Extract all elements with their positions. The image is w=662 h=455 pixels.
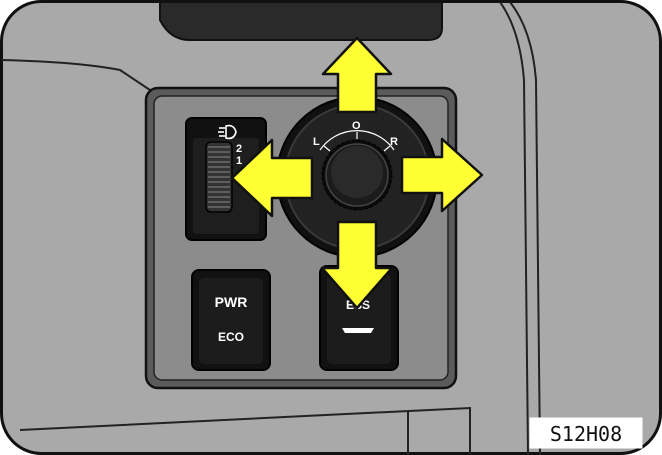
arrow-right-icon: [400, 137, 484, 213]
headlight-icon: [218, 124, 237, 140]
figure-code: S12H08: [529, 417, 643, 449]
headlight-leveling-switch[interactable]: 2 1: [185, 117, 267, 241]
dial-knob[interactable]: [321, 139, 393, 211]
dash-contour-right-2: [509, 1, 541, 455]
eco-mode-label: ECO: [218, 330, 244, 344]
figure-code-label: S12H08: [550, 422, 622, 446]
leveling-thumbwheel[interactable]: [205, 141, 233, 213]
dial-label-right: R: [390, 136, 398, 148]
power-mode-label: PWR: [215, 294, 248, 310]
leveling-mark-2: 2: [236, 143, 242, 155]
upper-trim: [159, 1, 443, 41]
ess-off-button[interactable]: ESS: [319, 265, 399, 371]
ess-indicator-bar: [342, 328, 374, 333]
arrow-up-icon: [321, 36, 393, 114]
dash-contour-left: [1, 59, 151, 91]
leveling-mark-1: 1: [236, 155, 242, 167]
arrow-down-icon: [320, 220, 394, 310]
dial-label-off: O: [352, 120, 361, 132]
dash-contour-bottom: [19, 406, 471, 455]
arrow-left-icon: [230, 138, 314, 218]
power-mode-button[interactable]: PWR ECO: [191, 269, 271, 371]
mirror-selector-dial[interactable]: L O R: [276, 96, 438, 258]
dial-label-left: L: [313, 136, 320, 148]
dash-contour-right: [499, 1, 529, 455]
